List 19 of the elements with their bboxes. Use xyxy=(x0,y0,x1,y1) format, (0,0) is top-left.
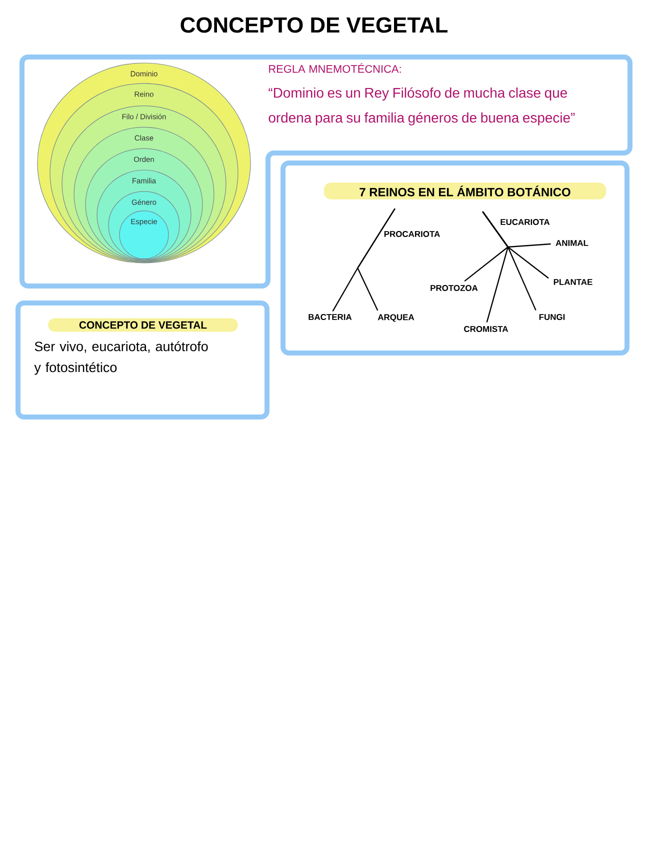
body-text: Ser vivo, eucariota, autótrofo y fotosintético xyxy=(34,341,208,375)
branch-label: FUNGI xyxy=(539,314,565,320)
branch-label: EUCARIOTA xyxy=(500,219,550,225)
branch-label: PROTOZOA xyxy=(430,285,478,291)
branch-label: PROCARIOTA xyxy=(384,231,440,237)
branch-label: ARQUEA xyxy=(378,314,414,322)
title: CONCEPTO DE VEGETAL xyxy=(180,17,448,33)
panel xyxy=(280,160,630,356)
branch-label: ANIMAL xyxy=(556,240,588,246)
heading: REGLA MNEMOTÉCNICA: xyxy=(269,63,401,73)
branch-label: PLANTAE xyxy=(554,279,592,285)
panel xyxy=(16,300,270,420)
branch-line xyxy=(482,211,536,310)
branch-label: CROMISTA xyxy=(464,326,508,332)
branch-line xyxy=(357,208,396,311)
quote: “Dominio es un Rey Filósofo de mucha clase que ordena para su familia géneros de buena especie” xyxy=(268,87,575,126)
branch-label: BACTERIA xyxy=(308,314,352,320)
highlighted-heading: CONCEPTO DE VEGETAL xyxy=(48,318,238,332)
highlighted-heading: 7 REINOS EN EL ÁMBITO BOTÁNICO xyxy=(324,182,606,200)
